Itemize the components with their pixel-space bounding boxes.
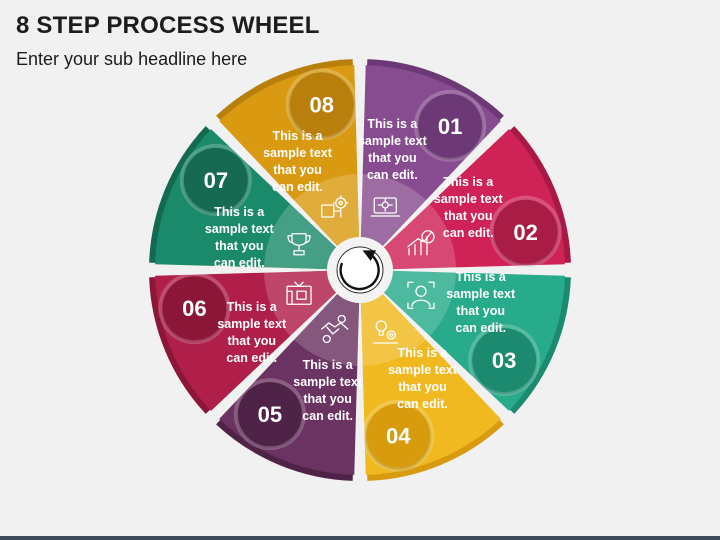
segment-text-line: that you: [456, 304, 505, 318]
segment-text-line: sample text: [358, 134, 428, 148]
number-badge: [183, 147, 248, 212]
step-number: 08: [310, 92, 334, 117]
segment-text-line: sample text: [205, 222, 275, 236]
idea-gears-icon: [372, 320, 398, 344]
segment-text-line: This is a: [456, 270, 507, 284]
page-subtitle: Enter your sub headline here: [16, 49, 248, 69]
segment-text-line: that you: [215, 239, 264, 253]
segment-text-line: This is a: [214, 205, 265, 219]
segment-text-line: sample text: [293, 375, 363, 389]
segment-text-line: can edit.: [214, 256, 265, 270]
segment-text-line: This is a: [303, 358, 354, 372]
segment-text-line: This is a: [367, 117, 418, 131]
segment-text-line: can edit.: [443, 226, 494, 240]
number-badge: [162, 276, 227, 341]
segment-text-line: that you: [273, 163, 322, 177]
footer-bar: [0, 536, 720, 540]
step-number: 04: [386, 424, 411, 449]
number-badge: [418, 93, 483, 158]
blueprint-icon: [286, 281, 312, 305]
segment-04: 04 This is a sample text that you can edit.: [360, 293, 504, 481]
segment-text-line: This is a: [397, 346, 448, 360]
step-number: 05: [258, 402, 282, 427]
segment-text-line: This is a: [443, 175, 494, 189]
segment-text-line: that you: [398, 380, 447, 394]
segment-text-line: sample text: [434, 192, 504, 206]
segment-text-line: that you: [227, 334, 276, 348]
number-badge: [472, 328, 537, 393]
segment-text-line: can edit.: [226, 351, 277, 365]
segment-text-line: sample text: [217, 317, 287, 331]
segment-text-line: that you: [303, 392, 352, 406]
segment-text-line: can edit.: [272, 180, 323, 194]
segment-text-line: sample text: [263, 146, 333, 160]
step-number: 01: [438, 114, 462, 139]
step-number: 06: [182, 296, 206, 321]
center-hub-inner: [336, 246, 384, 294]
handshake-icon: [321, 314, 349, 344]
growth-chart-icon: [407, 230, 435, 256]
segment-text-line: can edit.: [367, 168, 418, 182]
segment-text-line: that you: [444, 209, 493, 223]
step-number: 07: [204, 168, 228, 193]
number-badge: [493, 199, 558, 264]
cycle-arrow-icon: [339, 250, 380, 291]
number-badge: [289, 72, 354, 137]
segment-text-line: This is a: [272, 129, 323, 143]
segment-text-line: can edit.: [455, 321, 506, 335]
number-badge: [237, 382, 302, 447]
gear-process-icon: [321, 195, 349, 218]
step-number: 03: [492, 348, 516, 373]
segment-text-line: sample text: [388, 363, 458, 377]
page-title: 8 STEP PROCESS WHEEL: [16, 12, 320, 39]
trophy-icon: [287, 233, 311, 256]
segment-03: 03 This is a sample text that you can edit.: [383, 270, 571, 414]
segment-text-line: can edit.: [397, 397, 448, 411]
segment-06: 06 This is a sample text that you can edit.: [149, 270, 337, 414]
segment-text-line: that you: [368, 151, 417, 165]
step-number: 02: [513, 220, 537, 245]
segment-05: 05 This is a sample text that you can edit.: [216, 293, 363, 481]
number-badge: [366, 403, 431, 468]
segment-text-line: sample text: [446, 287, 516, 301]
network-laptop-icon: [370, 197, 400, 217]
segment-text-line: This is a: [227, 300, 278, 314]
user-scan-icon: [407, 281, 435, 309]
segment-text-line: can edit.: [302, 409, 353, 423]
